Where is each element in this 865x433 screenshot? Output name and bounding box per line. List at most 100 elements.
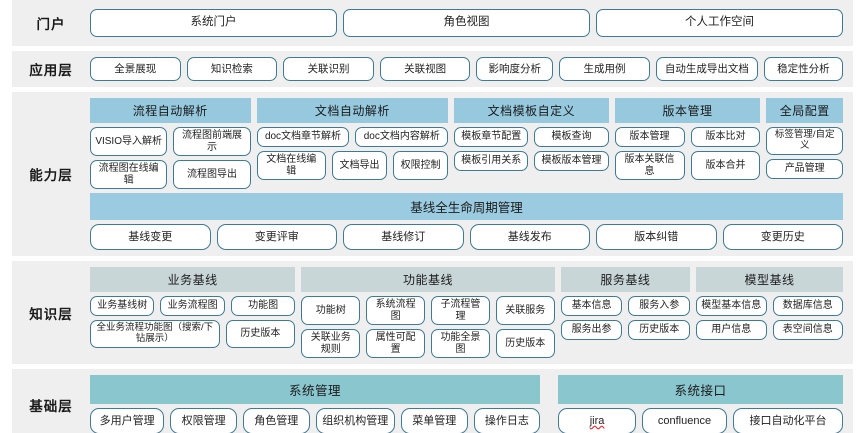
knowledge-group-service-baseline: 服务基线 基本信息 服务入参 服务出参 历史版本 <box>560 267 691 358</box>
knowledge-item-business-baseline-tree[interactable]: 业务基线树 <box>90 296 155 316</box>
knowledge-item-system-flow-chart[interactable]: 系统流程图 <box>366 296 426 325</box>
capability-group-list: 流程自动解析 VISIO导入解析 流程图前端展示 流程图在线编辑 流程图导出 <box>90 98 843 189</box>
capability-group-process-parse: 流程自动解析 VISIO导入解析 流程图前端展示 流程图在线编辑 流程图导出 <box>90 98 251 189</box>
lifecycle-item-change-review[interactable]: 变更评审 <box>216 224 337 250</box>
capability-item-flow-frontend[interactable]: 流程图前端展示 <box>173 127 251 156</box>
knowledge-item-business-flow-chart[interactable]: 业务流程图 <box>160 296 225 316</box>
capability-item-doc-online-edit[interactable]: 文档在线编辑 <box>256 151 326 180</box>
knowledge-item-attribute-configurable[interactable]: 属性可配置 <box>366 329 426 358</box>
capability-item-template-chapter-config[interactable]: 模板章节配置 <box>454 127 529 147</box>
group-row: 全业务流程功能图（搜索/下钻展示） 历史版本 <box>90 320 296 348</box>
group-body-service-baseline: 基本信息 服务入参 服务出参 历史版本 <box>560 296 691 340</box>
knowledge-item-full-business-flow[interactable]: 全业务流程功能图（搜索/下钻展示） <box>90 320 220 348</box>
layer-label-knowledge: 知识层 <box>29 306 73 322</box>
knowledge-item-function-panorama[interactable]: 功能全景图 <box>431 329 490 358</box>
foundation-item-api-automation-platform[interactable]: 接口自动化平台 <box>732 408 843 433</box>
group-body-global-config: 标签管理/自定义 产品管理 <box>766 127 843 179</box>
knowledge-item-basic-info[interactable]: 基本信息 <box>560 296 623 316</box>
foundation-item-multi-user-manage[interactable]: 多用户管理 <box>90 408 165 433</box>
group-row: 流程图在线编辑 流程图导出 <box>90 160 251 189</box>
application-item-6[interactable]: 自动生成导出文档 <box>655 57 758 81</box>
capability-item-version-merge[interactable]: 版本合并 <box>690 151 761 180</box>
knowledge-item-history-version-service[interactable]: 历史版本 <box>628 320 691 340</box>
capability-item-tag-manage[interactable]: 标签管理/自定义 <box>766 127 843 155</box>
capability-item-template-version[interactable]: 模板版本管理 <box>534 151 609 171</box>
knowledge-item-user-info[interactable]: 用户信息 <box>696 320 767 340</box>
group-title-model-baseline: 模型基线 <box>696 267 844 292</box>
foundation-column-list: 系统管理 多用户管理 权限管理 角色管理 组织机构管理 菜单管理 操作日志 系统… <box>90 375 843 433</box>
application-item-4[interactable]: 影响度分析 <box>476 57 554 81</box>
knowledge-item-function-tree[interactable]: 功能树 <box>301 296 361 325</box>
portal-item-2[interactable]: 个人工作空间 <box>596 9 843 37</box>
layer-body-portal: 系统门户 角色视图 个人工作空间 <box>90 0 853 46</box>
foundation-column-system-interface: 系统接口 jira confluence 接口自动化平台 <box>558 375 843 433</box>
capability-item-permission-control[interactable]: 权限控制 <box>393 151 449 180</box>
lifecycle-item-baseline-change[interactable]: 基线变更 <box>90 224 211 250</box>
group-row: VISIO导入解析 流程图前端展示 <box>90 127 251 156</box>
foundation-item-operation-log[interactable]: 操作日志 <box>473 408 541 433</box>
layer-capability: 能力层 流程自动解析 VISIO导入解析 流程图前端展示 流程图在线编辑 流程图… <box>12 92 853 256</box>
foundation-item-permission-manage[interactable]: 权限管理 <box>170 408 237 433</box>
group-row: 版本关联信息 版本合并 <box>614 151 761 180</box>
knowledge-item-related-business-rule[interactable]: 关联业务规则 <box>301 329 361 358</box>
application-item-2[interactable]: 关联识别 <box>283 57 374 81</box>
foundation-item-org-manage[interactable]: 组织机构管理 <box>315 408 395 433</box>
application-item-7[interactable]: 稳定性分析 <box>763 57 843 81</box>
capability-item-version-manage[interactable]: 版本管理 <box>614 127 685 147</box>
group-title-process-parse: 流程自动解析 <box>90 98 251 123</box>
portal-item-0[interactable]: 系统门户 <box>90 9 337 37</box>
group-row: 版本管理 版本比对 <box>614 127 761 147</box>
group-row: 关联业务规则 属性可配置 功能全景图 历史版本 <box>301 329 555 358</box>
application-item-5[interactable]: 生成用例 <box>559 57 650 81</box>
foundation-item-jira[interactable]: jira <box>558 408 636 433</box>
knowledge-item-database-info[interactable]: 数据库信息 <box>772 296 844 316</box>
layer-body-knowledge: 业务基线 业务基线树 业务流程图 功能图 全业务流程功能图（搜索/下钻展示） 历… <box>90 261 853 364</box>
portal-item-1[interactable]: 角色视图 <box>343 9 590 37</box>
capability-item-flow-export[interactable]: 流程图导出 <box>173 160 251 189</box>
capability-item-visio-import[interactable]: VISIO导入解析 <box>90 127 168 156</box>
layer-portal: 门户 系统门户 角色视图 个人工作空间 <box>12 0 853 46</box>
group-body-version: 版本管理 版本比对 版本关联信息 版本合并 <box>614 127 761 180</box>
capability-group-doc-template: 文档模板自定义 模板章节配置 模板查询 模板引用关系 模板版本管理 <box>454 98 609 189</box>
capability-item-product-manage[interactable]: 产品管理 <box>766 158 843 179</box>
capability-item-doc-content-parse[interactable]: doc文档内容解析 <box>355 127 449 147</box>
capability-group-doc-parse: 文档自动解析 doc文档章节解析 doc文档内容解析 文档在线编辑 文档导出 权… <box>256 98 449 189</box>
application-item-1[interactable]: 知识检索 <box>186 57 278 81</box>
application-item-3[interactable]: 关联视图 <box>379 57 471 81</box>
knowledge-item-function-chart[interactable]: 功能图 <box>230 296 296 316</box>
knowledge-item-service-output[interactable]: 服务出参 <box>560 320 623 340</box>
knowledge-item-history-version-function[interactable]: 历史版本 <box>495 329 555 358</box>
application-item-0[interactable]: 全景展现 <box>90 57 181 81</box>
knowledge-group-function-baseline: 功能基线 功能树 系统流程图 子流程管理 关联服务 关联业务规则 属性可配置 功… <box>301 267 555 358</box>
knowledge-group-model-baseline: 模型基线 模型基本信息 数据库信息 用户信息 表空间信息 <box>696 267 844 358</box>
knowledge-item-service-input[interactable]: 服务入参 <box>628 296 691 316</box>
foundation-item-role-manage[interactable]: 角色管理 <box>242 408 310 433</box>
layer-label-portal: 门户 <box>36 17 66 32</box>
lifecycle-item-change-history[interactable]: 变更历史 <box>722 224 843 250</box>
knowledge-group-list: 业务基线 业务基线树 业务流程图 功能图 全业务流程功能图（搜索/下钻展示） 历… <box>90 267 844 358</box>
knowledge-item-related-service[interactable]: 关联服务 <box>495 296 555 325</box>
group-row: 业务基线树 业务流程图 功能图 <box>90 296 296 316</box>
capability-item-version-compare[interactable]: 版本比对 <box>690 127 761 147</box>
capability-item-version-relation[interactable]: 版本关联信息 <box>614 151 685 180</box>
layer-body-foundation: 系统管理 多用户管理 权限管理 角色管理 组织机构管理 菜单管理 操作日志 系统… <box>90 369 853 433</box>
foundation-item-menu-manage[interactable]: 菜单管理 <box>400 408 468 433</box>
lifecycle-item-version-correction[interactable]: 版本纠错 <box>596 224 717 250</box>
foundation-item-confluence[interactable]: confluence <box>641 408 727 433</box>
capability-item-template-reference[interactable]: 模板引用关系 <box>454 151 529 171</box>
lifecycle-item-baseline-release[interactable]: 基线发布 <box>469 224 590 250</box>
capability-item-doc-export[interactable]: 文档导出 <box>331 151 388 180</box>
knowledge-item-tablespace-info[interactable]: 表空间信息 <box>772 320 844 340</box>
knowledge-item-history-version-business[interactable]: 历史版本 <box>225 320 296 348</box>
layer-label-capability: 能力层 <box>29 168 73 183</box>
knowledge-item-model-basic-info[interactable]: 模型基本信息 <box>696 296 767 316</box>
lifecycle-item-baseline-revise[interactable]: 基线修订 <box>343 224 464 250</box>
capability-item-doc-chapter-parse[interactable]: doc文档章节解析 <box>256 127 350 147</box>
group-body-process-parse: VISIO导入解析 流程图前端展示 流程图在线编辑 流程图导出 <box>90 127 251 189</box>
knowledge-item-subflow-manage[interactable]: 子流程管理 <box>431 296 490 325</box>
capability-item-flow-online-edit[interactable]: 流程图在线编辑 <box>90 160 168 189</box>
capability-item-template-query[interactable]: 模板查询 <box>534 127 609 147</box>
group-row: 文档在线编辑 文档导出 权限控制 <box>256 151 449 180</box>
group-body-doc-parse: doc文档章节解析 doc文档内容解析 文档在线编辑 文档导出 权限控制 <box>256 127 449 180</box>
knowledge-group-business-baseline: 业务基线 业务基线树 业务流程图 功能图 全业务流程功能图（搜索/下钻展示） 历… <box>90 267 296 358</box>
